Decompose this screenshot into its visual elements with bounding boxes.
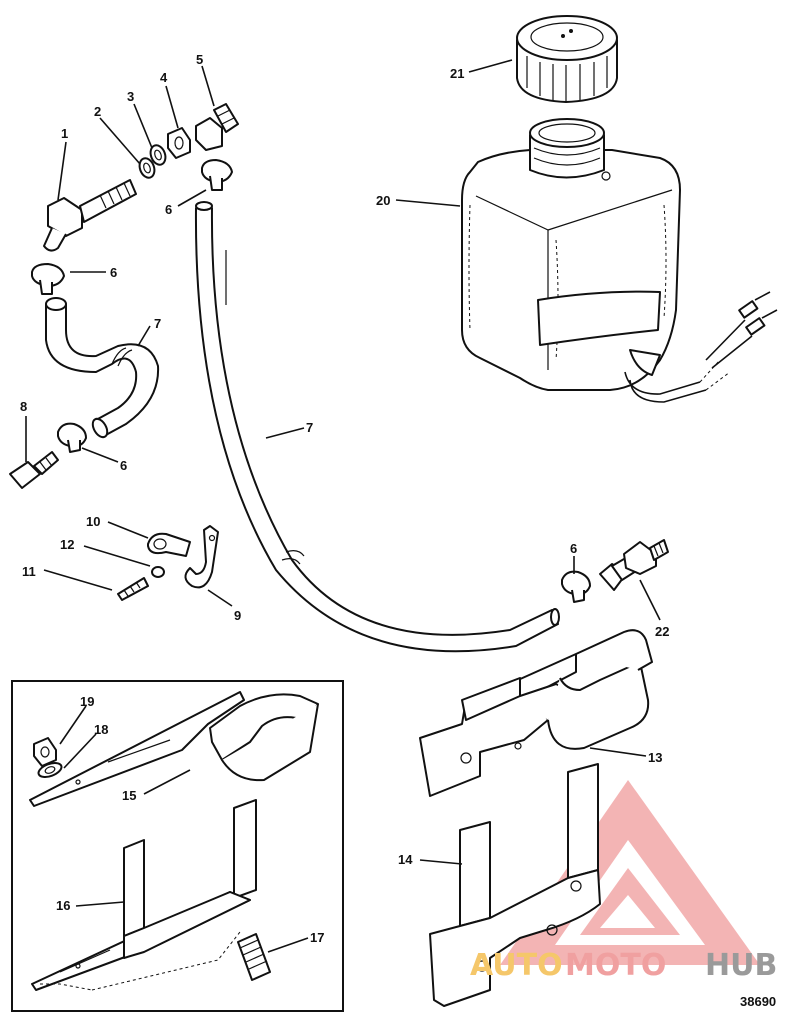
hose-clamp xyxy=(561,570,591,603)
callout-22: 22 xyxy=(655,624,669,639)
callout-6: 6 xyxy=(120,458,127,473)
inset-washer xyxy=(37,762,63,778)
washer xyxy=(138,157,156,179)
tank-fitting xyxy=(599,539,669,591)
nut xyxy=(167,127,191,159)
callout-12: 12 xyxy=(60,537,74,552)
j-clip xyxy=(184,525,219,589)
bracket-13 xyxy=(419,629,653,797)
bracket-15 xyxy=(29,691,319,807)
callout-15: 15 xyxy=(122,788,136,803)
hose-fitting xyxy=(9,451,59,489)
callout-1: 1 xyxy=(61,126,68,141)
callout-18: 18 xyxy=(94,722,108,737)
watermark-hub: HUB xyxy=(705,948,777,983)
automotohub-logo-text: AUTO MOTO HUB xyxy=(470,948,777,983)
watermark-auto: AUTO xyxy=(470,948,563,983)
automotohub-logo-triangle xyxy=(500,780,760,965)
callout-labels: 1 2 3 4 5 6 6 7 8 6 7 10 12 11 9 6 22 21… xyxy=(20,52,669,945)
callout-9: 9 xyxy=(234,608,241,623)
bracket-16 xyxy=(31,799,257,991)
callout-19: 19 xyxy=(80,694,94,709)
callout-6: 6 xyxy=(110,265,117,280)
callout-13: 13 xyxy=(648,750,662,765)
inset-box xyxy=(11,680,344,1012)
banjo-bolt xyxy=(43,179,137,252)
bracket-14 xyxy=(429,763,601,1007)
callout-10: 10 xyxy=(86,514,100,529)
elbow-fitting xyxy=(195,103,239,151)
rubber-clamp xyxy=(147,532,191,557)
short-hose xyxy=(45,297,160,439)
leader-lines xyxy=(25,59,661,953)
callout-8: 8 xyxy=(20,399,27,414)
gasket xyxy=(149,144,167,166)
callout-16: 16 xyxy=(56,898,70,913)
inset-nut xyxy=(33,737,57,767)
callout-21: 21 xyxy=(450,66,464,81)
callout-7: 7 xyxy=(154,316,161,331)
callout-7: 7 xyxy=(306,420,313,435)
screw xyxy=(117,577,149,601)
callout-4: 4 xyxy=(160,70,168,85)
callout-11: 11 xyxy=(22,564,36,579)
spring xyxy=(237,933,271,981)
oil-tank xyxy=(461,118,778,403)
callout-6: 6 xyxy=(570,541,577,556)
figure-number: 38690 xyxy=(740,994,776,1009)
callout-3: 3 xyxy=(127,89,134,104)
callout-14: 14 xyxy=(398,852,413,867)
hose-clamp xyxy=(201,159,233,191)
lock-washer xyxy=(151,566,165,578)
watermark-moto: MOTO xyxy=(565,948,666,983)
hose-clamp xyxy=(31,263,65,295)
callout-17: 17 xyxy=(310,930,324,945)
callout-6: 6 xyxy=(165,202,172,217)
long-hose xyxy=(194,201,560,653)
callout-5: 5 xyxy=(196,52,203,67)
tank-cap xyxy=(516,15,618,103)
callout-20: 20 xyxy=(376,193,390,208)
hose-clamp xyxy=(57,422,87,453)
callout-2: 2 xyxy=(94,104,101,119)
